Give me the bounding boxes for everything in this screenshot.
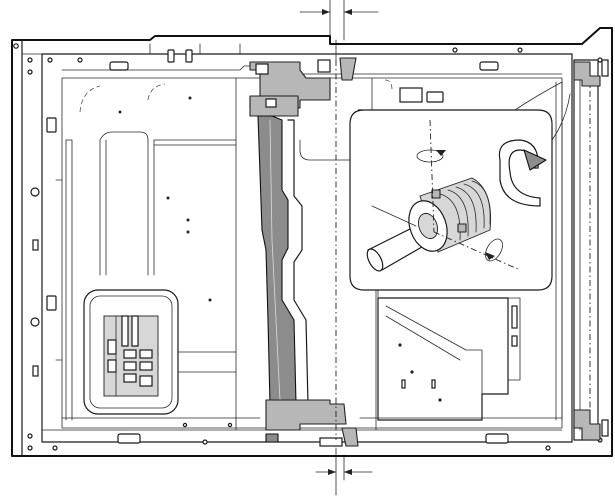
curved-arrow-icon	[498, 139, 547, 207]
magnified-detail	[349, 81, 571, 291]
pulley-grooves	[439, 180, 491, 241]
right-guide-rail	[555, 59, 609, 441]
lower-right-plate	[377, 289, 521, 421]
control-board	[83, 289, 179, 415]
rotate-arrow-top-icon	[416, 149, 446, 163]
belt-assembly	[249, 57, 359, 447]
gap-indicator-top-icon	[299, 0, 379, 61]
rotate-arrow-bottom-icon	[485, 238, 503, 262]
